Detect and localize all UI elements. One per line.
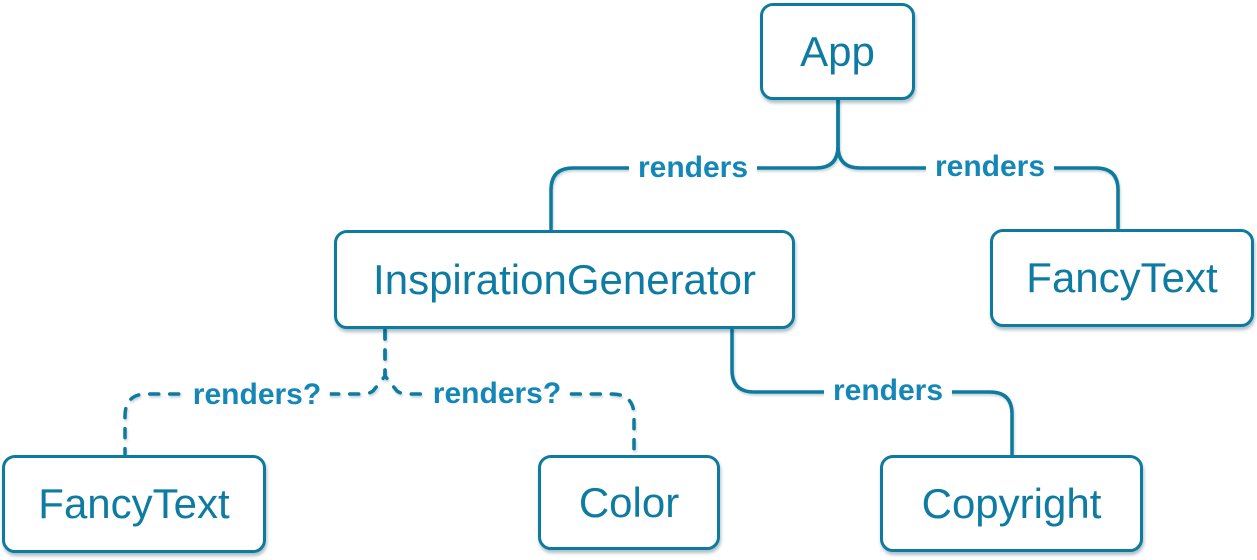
node-color: Color	[538, 455, 720, 550]
edge-inspirationgenerator-fancytext-dashed	[123, 328, 387, 456]
node-inspiration-generator-label: InspirationGenerator	[373, 255, 756, 303]
edge-label-renders-copyright: renders	[823, 373, 953, 409]
edge-label-renders-question-color: renders?	[423, 376, 571, 412]
node-inspiration-generator: InspirationGenerator	[334, 230, 795, 329]
node-fancy-text-bottom: FancyText	[2, 455, 266, 553]
edge-label-renders-app-fancytext: renders	[925, 149, 1055, 185]
node-app: App	[760, 3, 915, 100]
edge-inspirationgenerator-color-dashed	[383, 328, 636, 456]
node-color-label: Color	[578, 478, 680, 526]
edge-label-renders-app-inspirationgenerator: renders	[628, 150, 758, 186]
node-fancy-text-top: FancyText	[990, 229, 1254, 327]
node-copyright: Copyright	[880, 455, 1143, 552]
node-copyright-label: Copyright	[921, 479, 1102, 527]
node-app-label: App	[800, 27, 875, 75]
node-fancy-text-top-label: FancyText	[1026, 254, 1218, 301]
node-fancy-text-bottom-label: FancyText	[38, 480, 230, 527]
edge-label-renders-question-fancytext: renders?	[183, 377, 331, 413]
